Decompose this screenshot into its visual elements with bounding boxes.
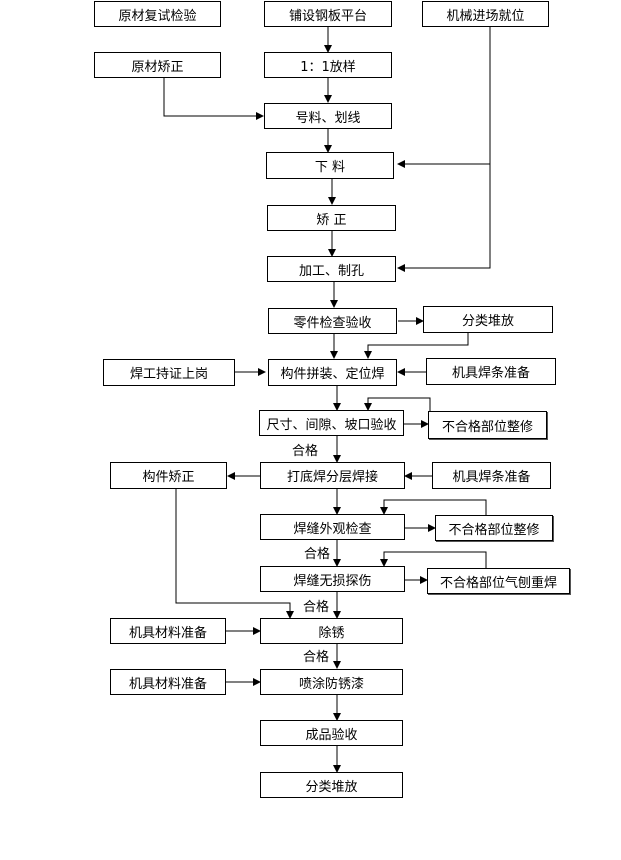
repair-nonconform-box: 不合格部位整修 <box>428 411 547 439</box>
tools-material-prep-box: 机具材料准备 <box>110 618 226 644</box>
blanking-box: 下 料 <box>266 152 394 179</box>
anti-rust-paint-box: 喷涂防锈漆 <box>260 669 403 695</box>
connector <box>380 499 487 515</box>
assembly-tack-weld-box: 构件拼装、定位焊 <box>268 359 397 386</box>
pass-label: 合格 <box>292 444 319 459</box>
straighten-box: 矫 正 <box>267 205 396 231</box>
machinery-in-place-box: 机械进场就位 <box>422 1 549 27</box>
sort-stack-box: 分类堆放 <box>260 772 403 798</box>
repair-nonconform-box: 不合格部位整修 <box>435 515 553 541</box>
machining-drilling-box: 加工、制孔 <box>267 256 396 282</box>
weld-ndt-box: 焊缝无损探伤 <box>260 566 405 592</box>
tools-electrode-prep-box: 机具焊条准备 <box>432 462 551 489</box>
dimension-gap-check-box: 尺寸、间隙、坡口验收 <box>259 410 404 436</box>
connector <box>364 333 469 359</box>
rust-removal-box: 除锈 <box>260 618 403 644</box>
connector <box>163 78 264 120</box>
weld-visual-check-box: 焊缝外观检查 <box>260 514 405 540</box>
connector <box>364 397 431 411</box>
full-scale-layout-box: 1：1放样 <box>264 52 392 78</box>
gouge-reweld-box: 不合格部位气刨重焊 <box>427 568 570 594</box>
welder-certified-box: 焊工持证上岗 <box>103 359 235 386</box>
raw-material-straighten-box: 原材矫正 <box>94 52 221 78</box>
raw-material-retest-box: 原材复试检验 <box>94 1 221 27</box>
marking-lining-box: 号料、划线 <box>264 103 392 129</box>
pass-label: 合格 <box>303 600 330 615</box>
connector <box>175 489 294 619</box>
final-acceptance-box: 成品验收 <box>260 720 403 746</box>
member-straighten-box: 构件矫正 <box>110 462 227 489</box>
pass-label: 合格 <box>303 650 330 665</box>
sort-stack-box: 分类堆放 <box>423 306 553 333</box>
tools-electrode-prep-box: 机具焊条准备 <box>426 358 556 385</box>
connector <box>397 26 491 272</box>
connector <box>380 551 487 568</box>
tools-material-prep-box: 机具材料准备 <box>110 669 226 695</box>
lay-steel-platform-box: 铺设钢板平台 <box>264 1 392 27</box>
part-inspection-box: 零件检查验收 <box>268 308 397 334</box>
backing-layered-weld-box: 打底焊分层焊接 <box>260 462 405 489</box>
pass-label: 合格 <box>304 547 331 562</box>
